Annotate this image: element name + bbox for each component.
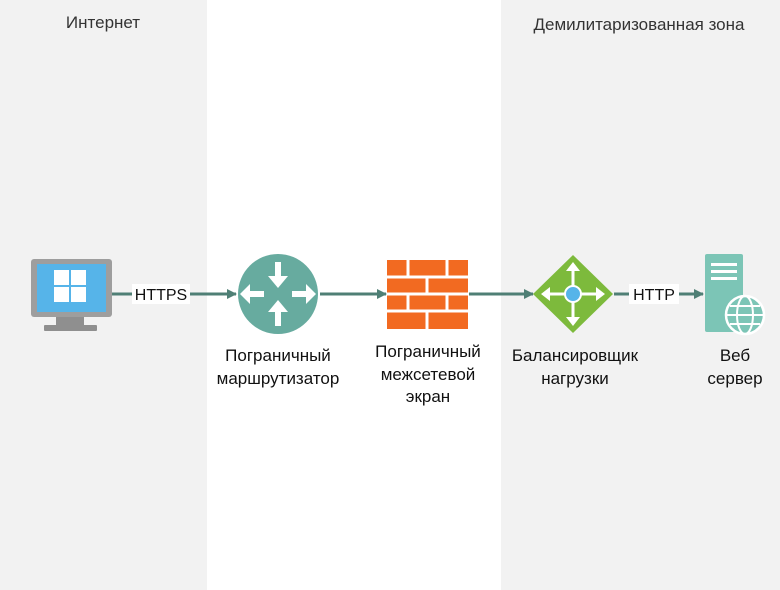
webserver-label: Веб сервер: [707, 346, 762, 388]
balancer-label: Балансировщик нагрузки: [512, 346, 639, 388]
dmz-zone-title: Демилитаризованная зона: [534, 15, 746, 34]
webserver-label-line-2: сервер: [707, 369, 762, 388]
router-icon: [238, 254, 318, 334]
web-server-icon: [705, 254, 766, 336]
edge-label-bg: [132, 284, 190, 304]
balancer-label-line-1: Балансировщик: [512, 346, 639, 365]
webserver-label-line-1: Веб: [720, 346, 751, 365]
firewall-icon: [387, 260, 468, 329]
router-label-line-1: Пограничный: [225, 346, 331, 365]
firewall-label: Пограничный межсетевой экран: [375, 342, 481, 406]
firewall-label-line-1: Пограничный: [375, 342, 481, 361]
balancer-label-line-2: нагрузки: [541, 369, 609, 388]
firewall-label-line-2: межсетевой: [381, 365, 476, 384]
edge-label-http: HTTP: [633, 287, 675, 304]
internet-zone-title: Интернет: [66, 13, 140, 32]
router-label: Пограничный маршрутизатор: [217, 346, 340, 388]
edge-label-https: HTTPS: [135, 287, 187, 304]
windows-computer-icon: [31, 259, 112, 331]
edge-label-bg: [629, 284, 679, 304]
firewall-label-line-3: экран: [406, 387, 450, 406]
router-label-line-2: маршрутизатор: [217, 369, 340, 388]
load-balancer-icon: [533, 255, 613, 333]
